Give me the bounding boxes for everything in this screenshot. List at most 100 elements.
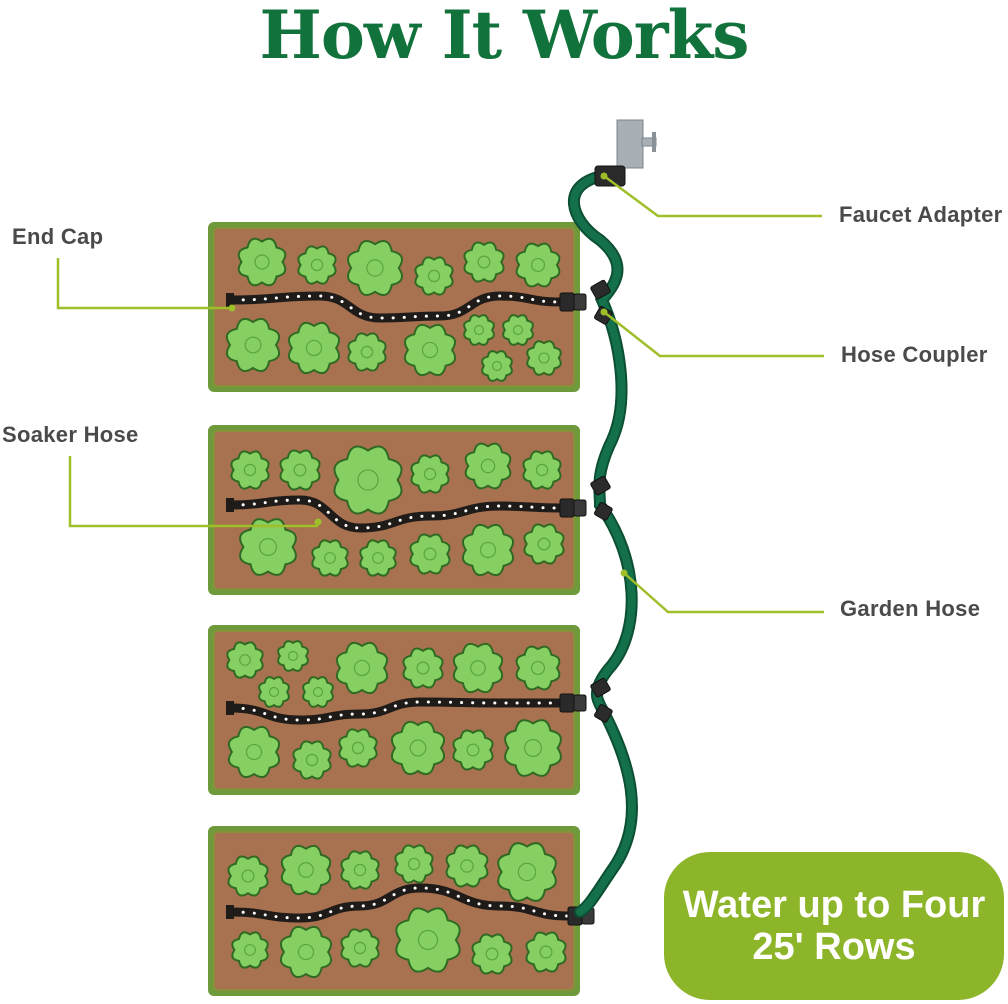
leader-soaker-hose-dot (314, 518, 322, 526)
plant-center (517, 862, 537, 882)
plant-icon (409, 533, 451, 575)
leader-garden-hose (623, 572, 824, 614)
plant-icon (302, 676, 334, 708)
plant-center (416, 661, 430, 675)
plant-center (254, 254, 270, 270)
plant-icon (297, 245, 337, 285)
end-cap-icon (226, 701, 234, 715)
plant-icon (461, 523, 515, 577)
plant-icon (523, 523, 565, 565)
plant-center (244, 944, 256, 956)
plant-center (324, 552, 336, 564)
soaker-hose (227, 883, 573, 923)
plant-center (268, 686, 280, 698)
plant-center (243, 463, 257, 477)
plant-icon (279, 449, 321, 491)
leader-faucet-adapter (603, 174, 822, 218)
plant-center (530, 257, 546, 273)
garden-bed (208, 826, 595, 996)
plant-center (372, 552, 384, 564)
hose-coupler-icon (590, 677, 613, 723)
label-end-cap: End Cap (12, 224, 104, 249)
soaker-hose-pores (230, 498, 562, 530)
plant-center (535, 463, 549, 477)
plant-icon (280, 844, 332, 896)
plant-center (357, 469, 379, 491)
garden-bed (208, 625, 587, 795)
plant-center (417, 929, 439, 951)
leader-garden-hose-dot (620, 569, 628, 577)
plant-icon (445, 844, 489, 888)
plant-center (241, 869, 255, 883)
plant-icon (481, 350, 513, 382)
plant-icon (522, 450, 562, 490)
label-hose-coupler: Hose Coupler (841, 342, 988, 367)
plant-center (259, 537, 278, 556)
y-coupler-icon (559, 693, 587, 713)
plant-icon (347, 332, 387, 372)
plant-icon (340, 928, 380, 968)
plant-icon (279, 925, 333, 979)
plant-icon (333, 445, 403, 515)
plant-center (351, 741, 365, 755)
plant-icon (239, 518, 297, 576)
soaker-hose-pores (230, 294, 562, 320)
plant-icon (258, 676, 290, 708)
leader-hose-coupler-dot (600, 308, 608, 316)
plant-center (287, 650, 299, 662)
plant-icon (515, 645, 561, 691)
plant-icon (226, 641, 264, 679)
plant-icon (227, 725, 281, 779)
plant-center (423, 547, 437, 561)
soaker-hose (227, 697, 565, 725)
rows-badge: Water up to Four 25' Rows (664, 852, 1004, 1000)
plant-center (360, 345, 374, 359)
plant-icon (225, 317, 281, 373)
plant-icon (452, 729, 494, 771)
plant-center (538, 352, 550, 364)
plant-icon (402, 647, 444, 689)
faucet-adapter-icon (594, 165, 626, 187)
plant-center (310, 258, 324, 272)
plant-icon (464, 442, 512, 490)
plant-center (479, 541, 497, 559)
plant-icon (502, 314, 534, 346)
plant-icon (227, 855, 269, 897)
plant-center (293, 463, 307, 477)
plant-center (512, 324, 524, 336)
faucet-handle (652, 132, 656, 152)
plant-icon (515, 242, 561, 288)
leader-hose-coupler (603, 311, 824, 358)
plant-center (407, 857, 421, 871)
badge-line-1: Water up to Four (682, 884, 986, 926)
leader-faucet-adapter-dot (600, 172, 608, 180)
plant-center (353, 659, 371, 677)
plant-icon (287, 321, 341, 375)
end-cap-icon (226, 905, 234, 919)
faucet-body (616, 119, 644, 169)
plant-icon (277, 640, 309, 672)
plant-icon (292, 740, 332, 780)
plant-center (305, 753, 319, 767)
label-garden-hose: Garden Hose (840, 596, 981, 621)
leader-end-cap-dot (228, 304, 236, 312)
plant-center (409, 739, 427, 757)
plant-center (530, 660, 546, 676)
plant-center (305, 339, 323, 357)
label-soaker-hose: Soaker Hose (2, 422, 139, 447)
plant-center (480, 458, 496, 474)
plant-center (312, 686, 324, 698)
plant-icon (394, 844, 434, 884)
plant-center (537, 537, 551, 551)
plant-center (466, 743, 480, 757)
plant-center (470, 660, 486, 676)
plant-center (244, 336, 262, 354)
plant-center (298, 862, 314, 878)
plant-icon (414, 256, 454, 296)
plant-icon (395, 907, 461, 973)
plant-center (523, 738, 542, 757)
plant-center (366, 259, 384, 277)
plant-icon (311, 539, 349, 577)
plant-center (477, 255, 491, 269)
